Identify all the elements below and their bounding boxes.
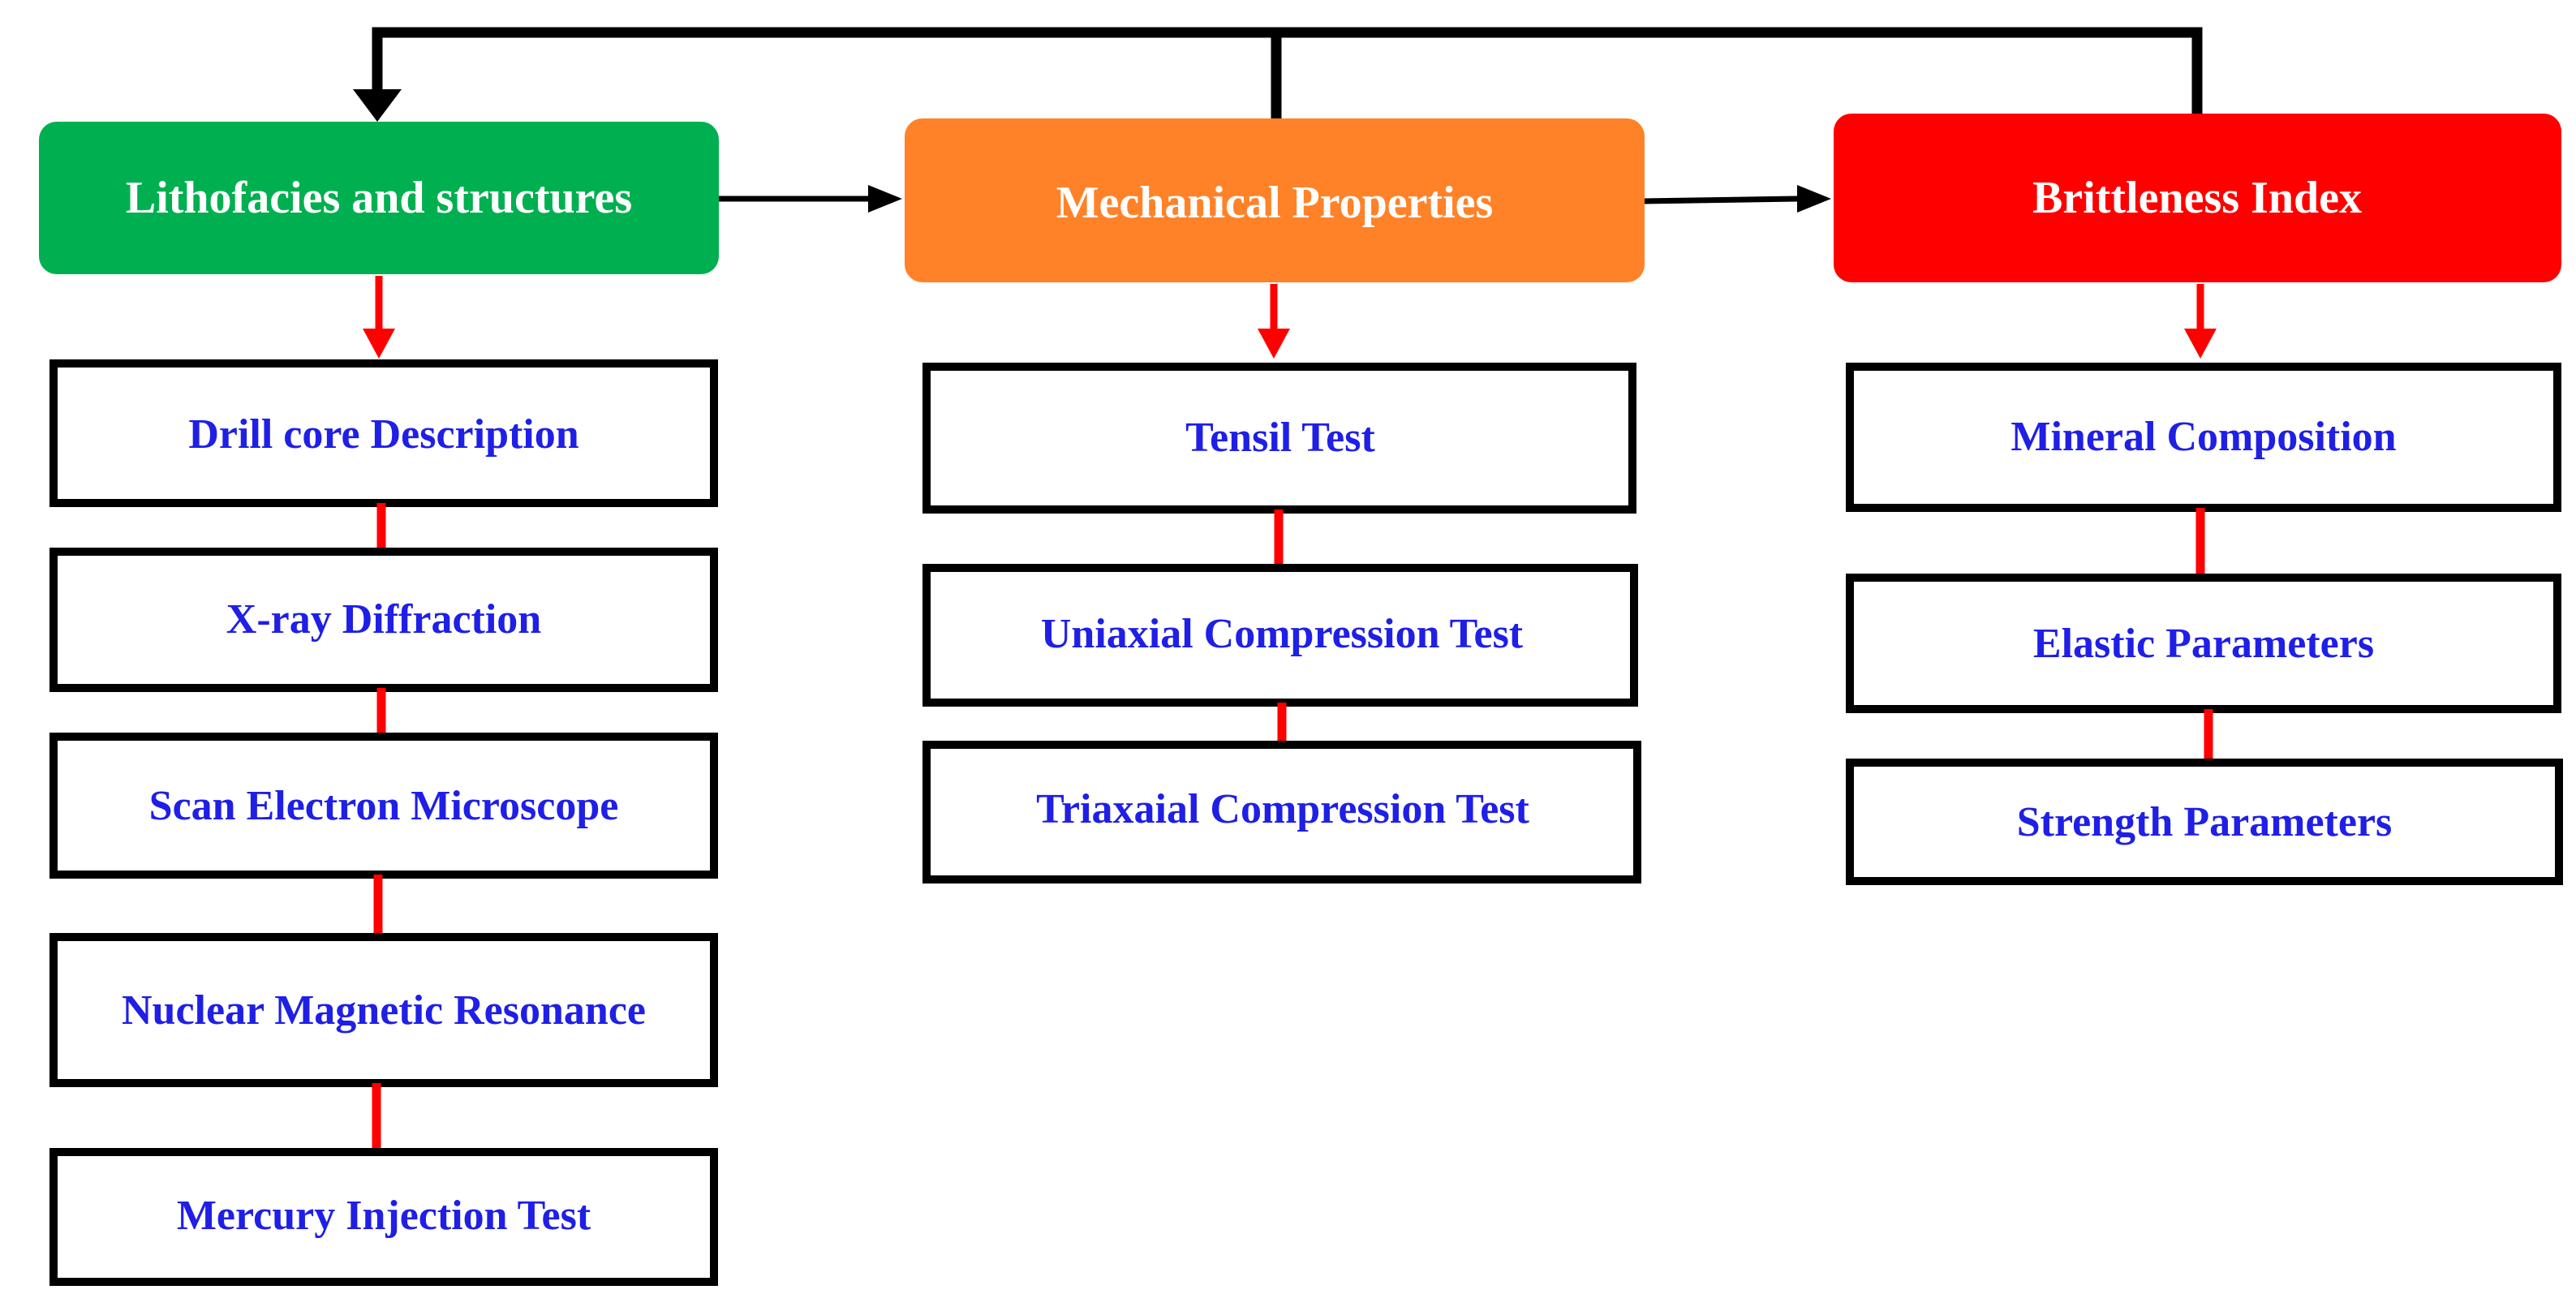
- box-uniaxial: [922, 564, 1638, 707]
- box-triaxial-label: Triaxaial Compression Test: [1036, 786, 1529, 832]
- red-arrowhead-mechanical: [1258, 329, 1290, 359]
- red-arrowhead-lithofacies: [363, 329, 395, 359]
- arrowhead-lithofacies-to-mechanical: [868, 185, 902, 213]
- header-arrows: [718, 185, 1831, 213]
- box-triaxial: [922, 741, 1641, 884]
- box-sem-label: Scan Electron Microscope: [149, 783, 619, 829]
- arrow-mechanical-to-brittleness: [1642, 196, 1798, 204]
- box-tensil-label: Tensil Test: [1185, 415, 1375, 461]
- box-sem: [49, 733, 718, 879]
- red-arrowhead-brittleness: [2184, 329, 2217, 359]
- box-drill-core: [49, 359, 718, 507]
- box-mercury-label: Mercury Injection Test: [177, 1193, 591, 1239]
- feedback-loop: [353, 27, 2203, 122]
- box-uniaxial-label: Uniaxial Compression Test: [1041, 611, 1524, 657]
- box-drill-core-label: Drill core Description: [188, 411, 578, 458]
- feedback-line: [372, 27, 2203, 114]
- box-elastic-label: Elastic Parameters: [2033, 621, 2374, 667]
- box-mineral-label: Mineral Composition: [2010, 414, 2396, 460]
- box-tensil: [922, 363, 1636, 514]
- box-xray-label: X-ray Diffraction: [226, 596, 542, 643]
- box-nmr-label: Nuclear Magnetic Resonance: [122, 987, 646, 1034]
- header-mechanical-label: Mechanical Properties: [1056, 178, 1494, 228]
- box-elastic: [1846, 574, 2561, 713]
- box-mercury: [49, 1148, 718, 1286]
- header-lithofacies: [39, 122, 719, 274]
- arrowhead-mechanical-to-brittleness: [1797, 185, 1831, 213]
- header-brittleness-label: Brittleness Index: [2032, 173, 2362, 223]
- box-mineral: [1846, 363, 2561, 512]
- box-strength-label: Strength Parameters: [2017, 799, 2393, 845]
- header-mechanical: [905, 118, 1645, 282]
- box-xray: [49, 548, 718, 692]
- column-brittleness: Brittleness Index Mineral Composition El…: [1834, 114, 2563, 885]
- header-lithofacies-label: Lithofacies and structures: [126, 173, 632, 223]
- box-strength: [1846, 759, 2563, 885]
- header-brittleness: [1834, 114, 2561, 282]
- feedback-arrowhead: [353, 89, 402, 122]
- box-nmr: [49, 933, 718, 1087]
- column-mechanical: Mechanical Properties Tensil Test Uniaxi…: [905, 118, 1645, 884]
- column-lithofacies: Lithofacies and structures Drill core De…: [39, 122, 719, 1286]
